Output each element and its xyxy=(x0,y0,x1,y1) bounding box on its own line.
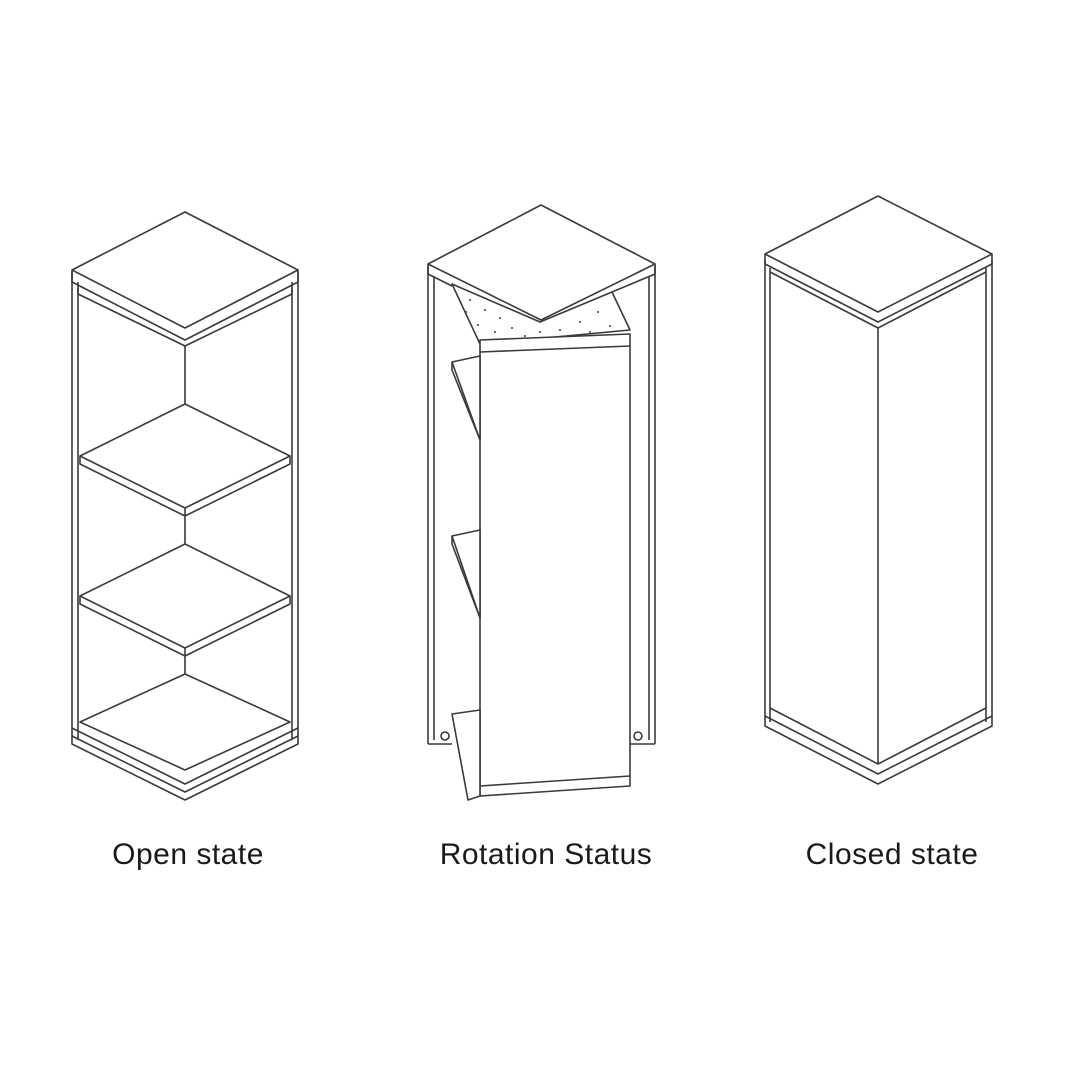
open-top-slab-edge xyxy=(71,270,299,341)
open-shelf-2-edge xyxy=(79,596,291,657)
rot-pivot-left xyxy=(440,731,450,741)
open-base-edge xyxy=(71,735,299,793)
closed-bottom-rail xyxy=(769,707,987,765)
rot-side-shelf-2-edge xyxy=(451,536,481,619)
open-frame-left-post xyxy=(71,272,299,801)
rot-side-shelf-1-edge xyxy=(451,362,481,441)
closed-top-slab xyxy=(764,195,993,313)
rot-front-panel-bottom-edge xyxy=(479,775,631,787)
open-shelf-1-edge xyxy=(79,456,291,517)
rot-pivot-right xyxy=(633,731,643,741)
rot-top-slab-edge xyxy=(427,264,453,287)
rotation-status-cabinet xyxy=(427,204,656,801)
closed-base-edge xyxy=(764,715,993,775)
closed-body-outline xyxy=(764,260,993,785)
rot-top-slab-edge-right xyxy=(611,264,656,293)
rot-bottom-shelf xyxy=(451,709,481,801)
open-shelf-1 xyxy=(79,403,291,509)
caption-open-state: Open state xyxy=(112,838,264,871)
open-bottom-edge xyxy=(71,727,299,785)
rot-front-panel-top-edge xyxy=(479,345,631,353)
closed-state-cabinet xyxy=(764,195,993,785)
open-state-cabinet xyxy=(71,211,299,801)
rot-side-shelf-1 xyxy=(451,355,481,441)
open-top-rail xyxy=(77,288,293,347)
rot-side-shelf-2 xyxy=(451,529,481,619)
rot-dot-pattern xyxy=(465,299,611,337)
open-bottom-panel xyxy=(79,673,291,771)
rot-dotted-surface xyxy=(451,283,631,345)
open-shelf-2 xyxy=(79,543,291,649)
caption-rotation-status: Rotation Status xyxy=(439,838,653,871)
open-top-slab xyxy=(71,211,299,329)
rot-front-panel xyxy=(479,333,631,797)
caption-closed-state: Closed state xyxy=(805,838,979,871)
